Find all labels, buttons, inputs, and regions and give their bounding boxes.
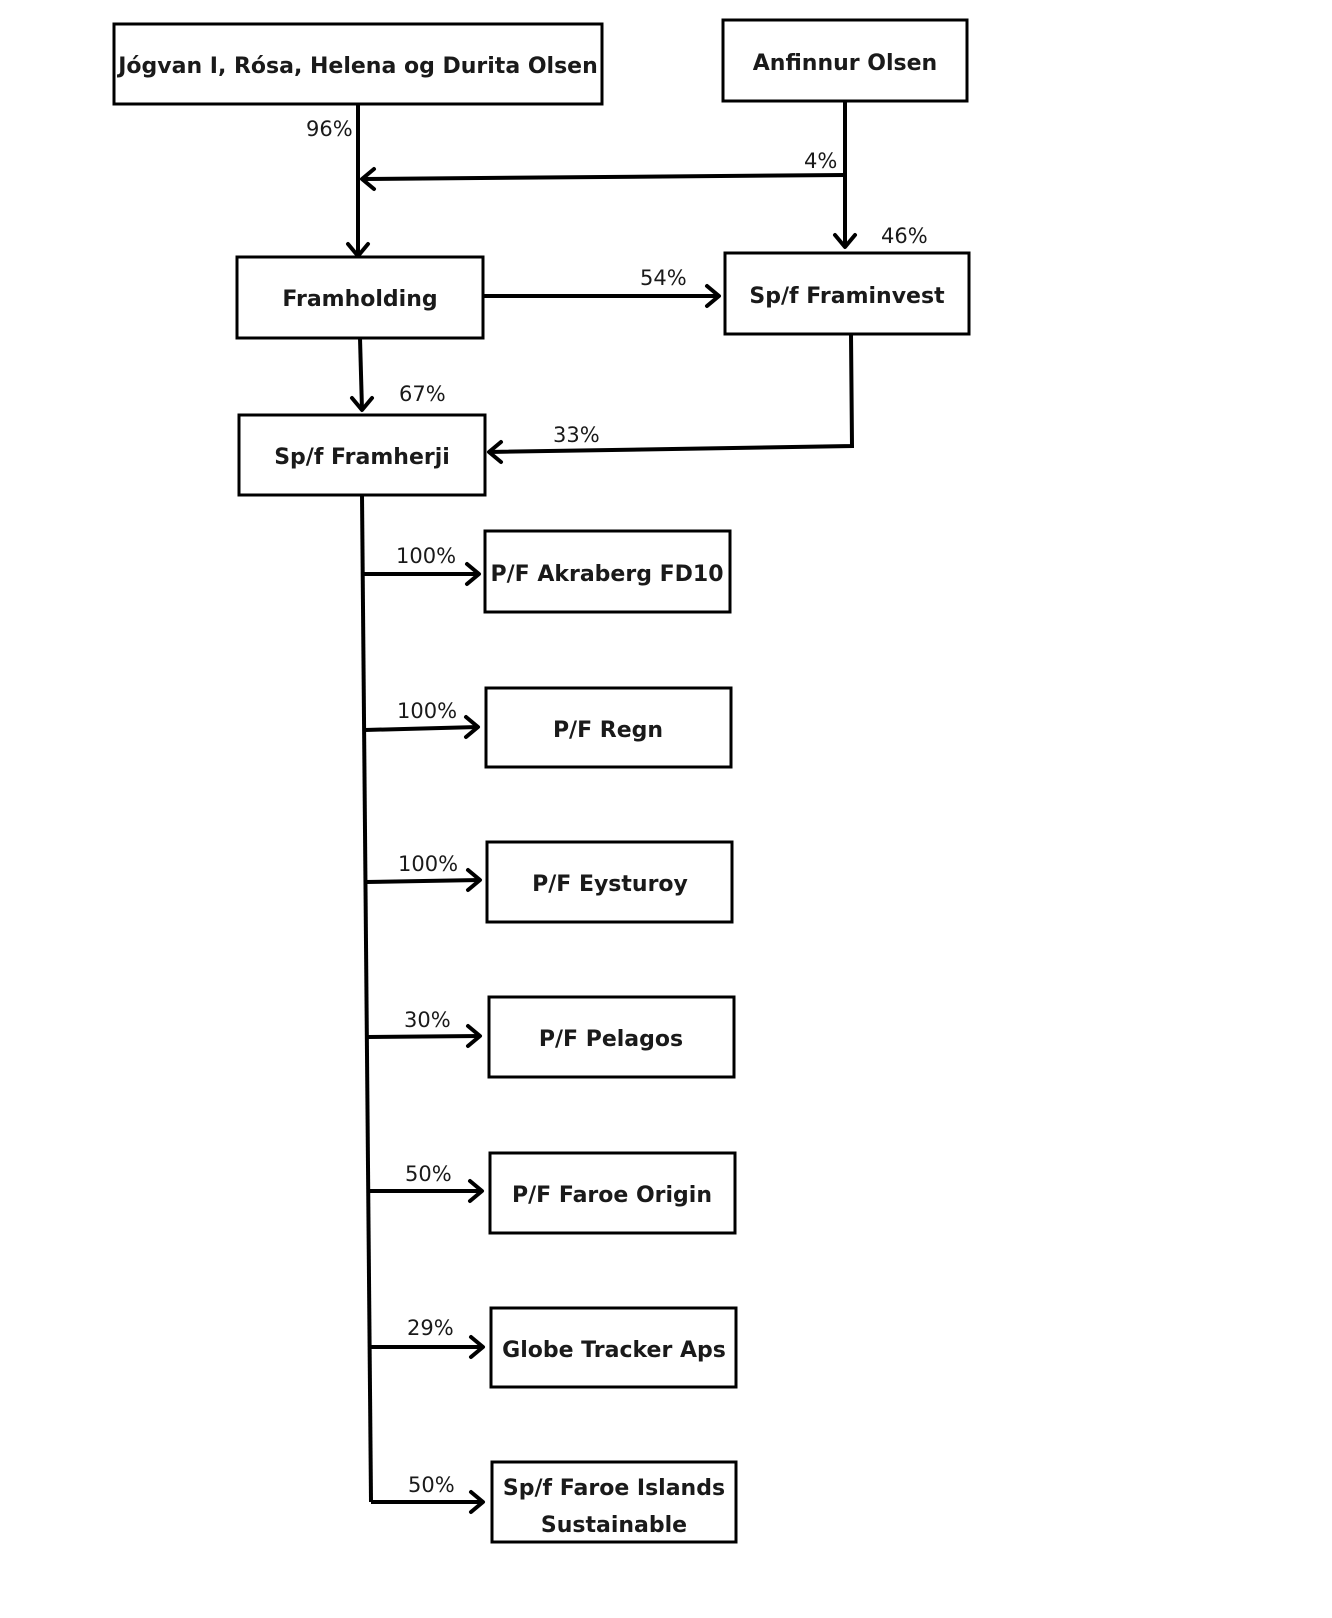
node-framinvest-label: Sp/f Framinvest: [749, 284, 945, 309]
node-regn-label: P/F Regn: [553, 718, 663, 743]
node-owners-family-label: Jógvan I, Rósa, Helena og Durita Olsen: [116, 54, 598, 79]
node-faroe-origin-label: P/F Faroe Origin: [512, 1183, 712, 1208]
pct-framholding-framinvest: 54%: [640, 266, 687, 290]
node-akraberg: P/F Akraberg FD10: [483, 529, 732, 614]
node-faroe-origin: P/F Faroe Origin: [488, 1151, 737, 1235]
node-anfinnur-olsen-label: Anfinnur Olsen: [753, 51, 937, 76]
node-faroe-islands-sustainable: Sp/f Faroe Islands Sustainable: [490, 1460, 738, 1544]
pct-anfinnur-framholding: 4%: [804, 149, 837, 173]
pct-regn: 100%: [397, 699, 457, 723]
edge-framholding-framherji: [358, 337, 364, 411]
node-globe-tracker: Globe Tracker Aps: [489, 1306, 738, 1389]
pct-globe-tracker: 29%: [407, 1316, 454, 1340]
arrowhead-akraberg: [465, 562, 481, 586]
arrowhead-pelagos: [466, 1024, 482, 1048]
node-pelagos: P/F Pelagos: [487, 995, 736, 1079]
arrowhead-faroe-origin: [468, 1179, 484, 1203]
node-framholding-label: Framholding: [282, 287, 437, 312]
node-anfinnur-olsen: Anfinnur Olsen: [721, 18, 969, 103]
edge-framinvest-framherji: [488, 333, 855, 454]
branch-pelagos: [367, 1034, 481, 1039]
node-framholding: Framholding: [235, 255, 485, 340]
pct-faroe-islands-sustainable: 50%: [408, 1473, 455, 1497]
branch-eysturoy: [365, 878, 481, 884]
arrowhead-down-framherji: [350, 396, 374, 412]
arrowhead-faroe-islands-sustainable: [469, 1490, 485, 1514]
node-framherji: Sp/f Framherji: [237, 413, 487, 497]
pct-eysturoy: 100%: [398, 852, 458, 876]
pct-faroe-origin: 50%: [405, 1162, 452, 1186]
arrowhead-down-framinvest: [833, 233, 857, 249]
branch-regn: [364, 725, 479, 732]
arrowhead-regn: [464, 715, 480, 739]
arrowhead-globe-tracker: [469, 1335, 485, 1359]
node-globe-tracker-label: Globe Tracker Aps: [502, 1338, 726, 1363]
node-eysturoy-label: P/F Eysturoy: [532, 872, 688, 897]
node-pelagos-label: P/F Pelagos: [539, 1027, 683, 1052]
node-owners-family: Jógvan I, Rósa, Helena og Durita Olsen: [112, 22, 604, 106]
pct-family-framholding: 96%: [306, 117, 353, 141]
arrowhead-left-framherji: [487, 440, 503, 464]
node-regn: P/F Regn: [484, 686, 733, 769]
node-faroe-islands-sustainable-label-line2: Sustainable: [541, 1513, 687, 1538]
pct-pelagos: 30%: [404, 1008, 451, 1032]
arrowhead-eysturoy: [466, 868, 482, 892]
pct-framinvest-framherji: 33%: [553, 423, 600, 447]
node-framherji-label: Sp/f Framherji: [274, 445, 450, 470]
framherji-trunk: [360, 494, 373, 1503]
pct-anfinnur-framinvest: 46%: [881, 224, 928, 248]
arrowhead-right-framinvest: [705, 284, 721, 308]
pct-framholding-framherji: 67%: [399, 382, 446, 406]
edge-anfinnur-framholding: [361, 173, 846, 181]
node-akraberg-label: P/F Akraberg FD10: [490, 562, 723, 587]
node-faroe-islands-sustainable-label-line1: Sp/f Faroe Islands: [503, 1476, 725, 1501]
arrowhead-left-4pct: [360, 167, 376, 191]
node-framinvest: Sp/f Framinvest: [723, 251, 971, 336]
pct-akraberg: 100%: [396, 544, 456, 568]
node-eysturoy: P/F Eysturoy: [485, 840, 734, 924]
